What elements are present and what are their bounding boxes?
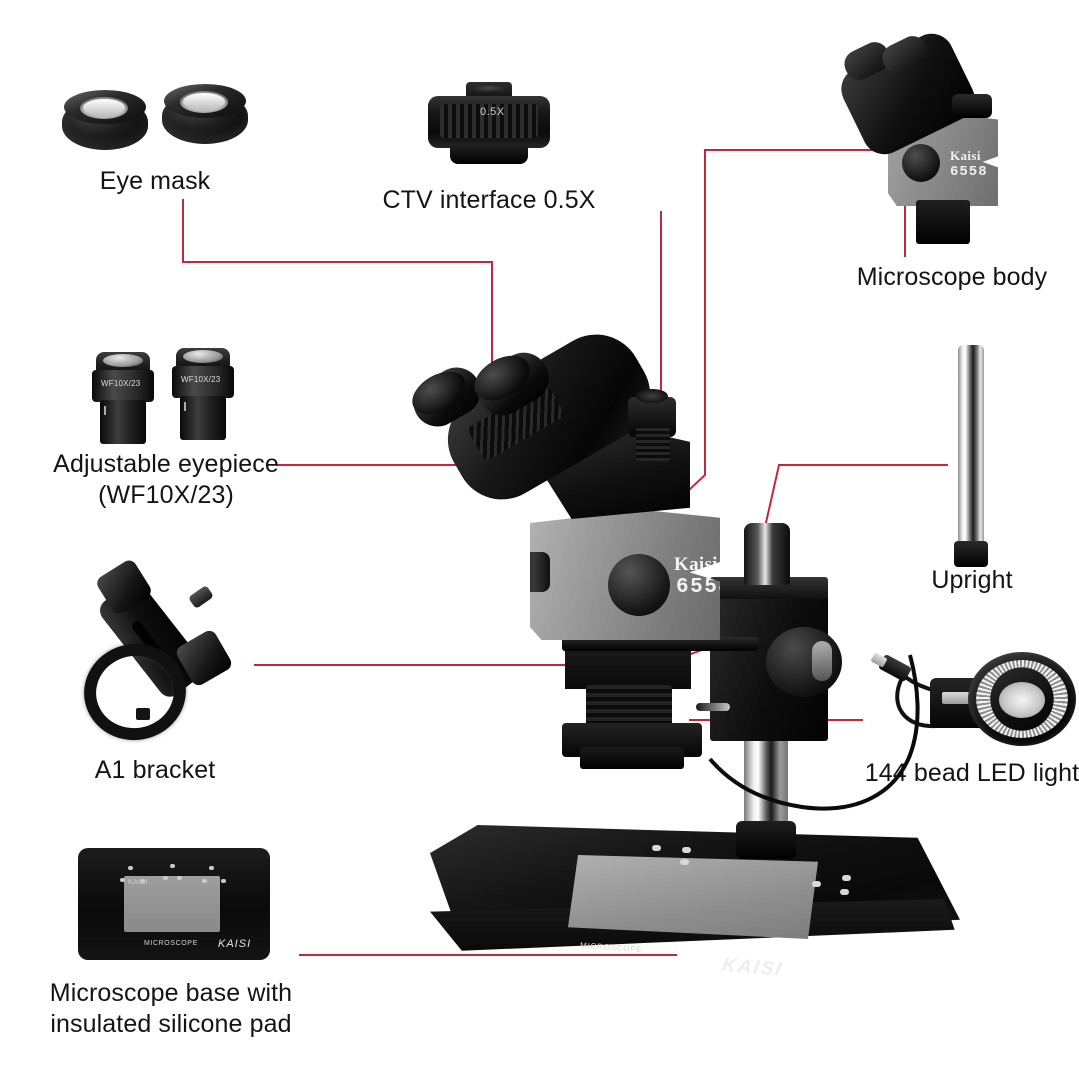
eye-mask-part [62, 82, 262, 162]
eye-mask-aperture-inner [183, 93, 225, 110]
eye-mask-right [162, 84, 248, 146]
assembly-led-thumbscrew [696, 703, 730, 711]
eyepiece-lower-barrel [180, 396, 226, 440]
ctv-base-mount [450, 144, 528, 164]
body-model-text: 6558 [950, 164, 988, 180]
assembly-base-hole [842, 875, 851, 881]
microscope-body-part: Kaisi 6558 [833, 26, 1020, 250]
assembly-base-hole [812, 881, 821, 887]
microscope-base-part: KAISI MICROSCOPE KAISI [78, 848, 270, 960]
base-mount-hole [170, 864, 175, 868]
base-center-logo: MICROSCOPE [144, 940, 198, 947]
base-mount-hole [140, 879, 145, 883]
eyepiece-lens [103, 354, 143, 367]
eyepiece-spec-marking: WF10X/23 [181, 375, 221, 384]
a1-bracket-screw [136, 708, 150, 720]
eye-mask-aperture-inner [83, 99, 125, 116]
base-mount-hole [177, 876, 182, 880]
assembly-base-hole [682, 847, 691, 853]
eyepiece-lower-barrel [100, 400, 146, 444]
main-microscope-assembly: MICROSCOPE KAISI Kaisi 6558 [404, 317, 970, 995]
eyepiece-spec-marking: WF10X/23 [101, 379, 141, 388]
led-aperture [999, 682, 1045, 718]
assembly-focus-knob[interactable] [766, 627, 842, 697]
assembly-pole-collar [736, 821, 796, 859]
assembly-base-hole [652, 845, 661, 851]
base-silicone-pad [124, 876, 220, 932]
base-mount-hole [163, 876, 168, 880]
eyepiece-barrel [172, 366, 234, 398]
assembly-trinocular-collar [636, 427, 670, 461]
ctv-zoom-marking: 0.5X [480, 106, 505, 118]
assembly-silicone-pad [568, 855, 818, 939]
base-mount-hole [128, 866, 133, 870]
body-brand-text: Kaisi [950, 148, 981, 163]
label-microscope-base-line1: Microscope base with [49, 979, 293, 1007]
assembly-base-plate: MICROSCOPE KAISI [430, 825, 960, 995]
label-eye-mask: Eye mask [99, 167, 211, 195]
eyepiece-right: WF10X/23 [172, 348, 234, 444]
assembly-led-mount [562, 723, 702, 769]
label-microscope-body: Microscope body [856, 263, 1048, 291]
ctv-interface-part: 0.5X [428, 82, 550, 168]
label-adjustable-eyepiece-line2: (WF10X/23) [98, 481, 234, 509]
eyepiece-lens [183, 350, 223, 363]
upright-chrome-shaft [958, 345, 984, 545]
assembly-head [404, 317, 740, 555]
assembly-objective-lens [586, 685, 672, 729]
assembly-base-hole [680, 859, 689, 865]
eyepiece-left: WF10X/23 [92, 352, 154, 448]
upright-part [954, 345, 988, 567]
assembly-model-text: 6558 [676, 576, 733, 599]
eye-mask-left [62, 90, 148, 152]
a1-bracket-tip [187, 584, 215, 610]
label-microscope-base-line2: insulated silicone pad [50, 1010, 292, 1038]
base-mount-hole [120, 878, 125, 882]
assembly-base-hole [840, 889, 849, 895]
base-pad-logo: KAISI [128, 879, 148, 886]
ctv-knurled-ring [440, 104, 538, 138]
adjustable-eyepiece-part: WF10X/23 WF10X/23 [92, 348, 262, 452]
assembly-zoom-knob[interactable] [608, 554, 670, 616]
assembly-arm-top [710, 577, 828, 599]
body-nosepiece [916, 200, 970, 244]
label-adjustable-eyepiece-line1: Adjustable eyepiece [53, 450, 279, 478]
assembly-side-knob[interactable] [530, 552, 550, 592]
base-mount-hole [209, 866, 214, 870]
assembly-mount-bar [562, 637, 758, 651]
led-light-part [866, 652, 1076, 752]
base-kaisi-logo: KAISI [218, 938, 252, 950]
assembly-led-cord [708, 654, 920, 811]
upright-foot [954, 541, 988, 567]
label-a1-bracket: A1 bracket [94, 756, 216, 784]
assembly-grey-housing: Kaisi 6558 [530, 510, 720, 640]
a1-bracket-part [76, 557, 258, 749]
eyepiece-barrel [92, 370, 154, 402]
label-upright: Upright [931, 566, 1013, 594]
assembly-pole-cap-nut [744, 523, 790, 585]
base-mount-hole [202, 879, 207, 883]
body-zoom-knob [902, 144, 940, 182]
body-trinocular-port [952, 94, 992, 118]
base-mount-hole [221, 879, 226, 883]
label-ctv-interface: CTV interface 0.5X [382, 186, 596, 214]
